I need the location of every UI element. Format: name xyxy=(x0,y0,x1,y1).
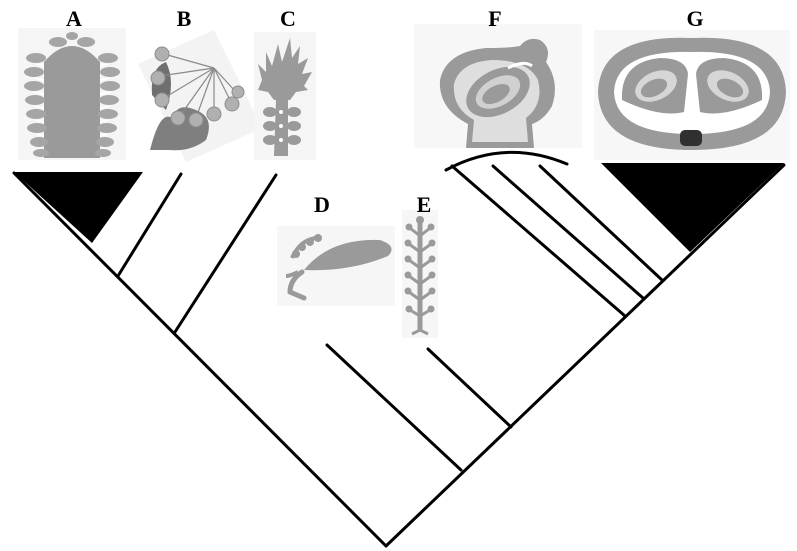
panel-g-image xyxy=(594,30,790,160)
panel-a-image xyxy=(18,28,126,160)
branch-e xyxy=(426,347,513,429)
branch-c xyxy=(173,173,278,334)
clade-triangle-left xyxy=(14,172,143,243)
branch-f1 xyxy=(450,164,627,318)
panel-f-image xyxy=(414,24,582,148)
label-g: G xyxy=(686,6,703,31)
clade-triangle-right xyxy=(601,163,784,252)
label-f: F xyxy=(488,6,501,31)
tree-stem-left xyxy=(12,171,388,548)
branch-d xyxy=(325,343,463,472)
branch-f3 xyxy=(538,164,664,282)
label-d: D xyxy=(314,192,330,217)
label-c: C xyxy=(280,6,296,31)
branch-b xyxy=(116,172,183,278)
panel-b-image xyxy=(138,30,262,162)
panel-d-image xyxy=(277,226,395,306)
branch-f2 xyxy=(491,164,645,300)
panel-c-image xyxy=(254,32,316,160)
label-b: B xyxy=(177,6,192,31)
tree-stem-right xyxy=(384,163,786,548)
bracket-arc xyxy=(444,150,569,172)
label-a: A xyxy=(66,6,82,31)
tree xyxy=(12,150,786,548)
panel-e-image xyxy=(402,210,438,338)
label-e: E xyxy=(417,192,432,217)
